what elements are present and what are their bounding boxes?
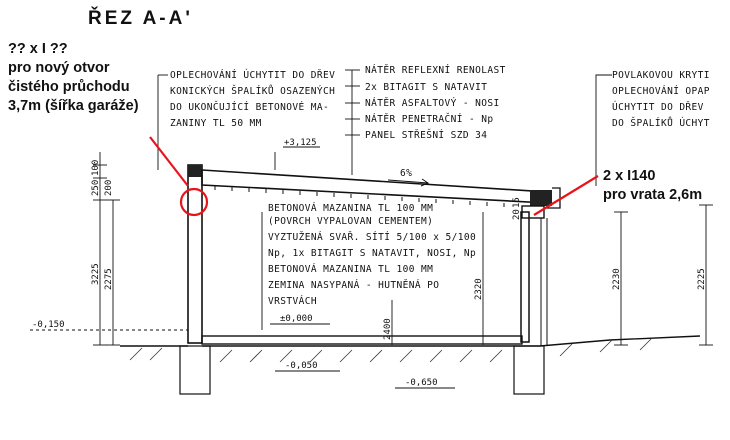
- note-line: ZEMINA NASYPANÁ - HUTNĚNÁ PO: [268, 279, 439, 291]
- dim-mid-20: 20: [512, 209, 522, 220]
- dim-mid-15: 15: [512, 197, 522, 208]
- dim-left-2275: 2275: [104, 268, 114, 290]
- floor-slab: [201, 335, 523, 345]
- level-outside-left: -0,150: [32, 320, 65, 330]
- foundation-left: [179, 345, 211, 395]
- level-foundation-deep: -0,650: [405, 378, 438, 388]
- note-line: (POVRCH VYPALOVAN CEMENTEM): [268, 216, 433, 227]
- note-line: NÁTĚR ASFALTOVÝ - NOSI: [365, 97, 500, 109]
- building-section: [120, 164, 701, 395]
- drawing-title: ŘEZ A-A': [88, 7, 193, 29]
- note-line: ÚCHYTIT DO DŘEV: [612, 101, 704, 113]
- roof-ribs: [214, 186, 505, 207]
- roof-slope-label: 6%: [400, 168, 412, 179]
- level-foundation-inner: -0,050: [285, 361, 318, 371]
- note-line: Np, 1x BITAGIT S NATAVIT, NOSI, Np: [268, 248, 476, 259]
- note-line: VRSTVÁCH: [268, 295, 317, 307]
- note-line: OPLECHOVÁNÍ ÚCHYTIT DO DŘEV: [170, 69, 335, 81]
- dim-left-3225: 3225: [91, 263, 101, 285]
- right-wall: [520, 211, 530, 343]
- annotation-line: pro nový otvor: [8, 60, 110, 76]
- dim-left-100: 100: [91, 160, 101, 176]
- note-line: BETONOVÁ MAZANINA TL 100 MM: [268, 202, 433, 214]
- dim-left-250: 250: [91, 180, 101, 196]
- note-line: KONICKÝCH ŠPALÍKŮ OSAZENÝCH: [170, 85, 335, 97]
- dim-mid-2400: 2400: [383, 318, 393, 340]
- dim-right-2230: 2230: [612, 268, 622, 290]
- ground-hatch: [129, 337, 653, 363]
- note-line: NÁTĚR REFLEXNÍ RENOLAST: [365, 64, 506, 76]
- right-lintel: [521, 205, 545, 219]
- red-pointer-right: [533, 175, 599, 216]
- slope-arrow-icon: [387, 178, 430, 187]
- level-floor: ±0,000: [280, 314, 313, 324]
- dim-mid-2320: 2320: [474, 278, 484, 300]
- annotation-line: 3,7m (šířka garáže): [8, 98, 139, 114]
- annotation-line: ?? x I ??: [8, 41, 68, 57]
- note-line: BETONOVÁ MAZANINA TL 100 MM: [268, 263, 433, 275]
- left-parapet: [188, 165, 202, 177]
- leader-lines: [157, 69, 612, 330]
- red-pointer-left: [149, 136, 189, 187]
- red-annotation-right: 2 x I140 pro vrata 2,6m: [603, 168, 702, 203]
- note-line: POVLAKOVOU KRYTI: [612, 70, 710, 81]
- note-top-right: POVLAKOVOU KRYTI OPLECHOVÁNÍ OPAP ÚCHYTI…: [612, 70, 710, 129]
- note-line: OPLECHOVÁNÍ OPAP: [612, 85, 710, 97]
- note-line: 2x BITAGIT S NATAVIT: [365, 82, 487, 93]
- downpipe: [540, 218, 548, 346]
- note-line: ZANINY TL 50 MM: [170, 118, 262, 129]
- left-wall: [187, 164, 203, 344]
- annotation-line: čistého průchodu: [8, 79, 130, 95]
- right-roof-edge: [530, 190, 552, 206]
- dim-right-2225: 2225: [697, 268, 707, 290]
- annotation-line: pro vrata 2,6m: [603, 187, 702, 203]
- dim-left-200: 200: [104, 180, 114, 196]
- level-roof-top: +3,125: [284, 138, 317, 148]
- note-line: VYZTUŽENÁ SVAŘ. SÍTÍ 5/100 x 5/100: [268, 231, 476, 243]
- red-circle-marker: [179, 187, 209, 217]
- red-annotation-left: ?? x I ?? pro nový otvor čistého průchod…: [8, 41, 139, 114]
- note-floor-layers: BETONOVÁ MAZANINA TL 100 MM (POVRCH VYPA…: [268, 202, 476, 307]
- note-line: DO ŠPALÍKŮ ÚCHYT: [612, 117, 710, 129]
- note-roof-layers: NÁTĚR REFLEXNÍ RENOLAST 2x BITAGIT S NAT…: [365, 64, 506, 141]
- foundation-right: [513, 345, 545, 395]
- annotation-line: 2 x I140: [603, 168, 655, 184]
- ground-line: [120, 335, 701, 347]
- note-line: DO UKONČUJÍCÍ BETONOVÉ MA-: [170, 101, 329, 113]
- note-line: NÁTĚR PENETRAČNÍ - Np: [365, 113, 494, 125]
- note-top-left: OPLECHOVÁNÍ ÚCHYTIT DO DŘEV KONICKÝCH ŠP…: [170, 69, 335, 129]
- dimension-lines: [30, 146, 713, 389]
- roof-slab: [201, 169, 549, 204]
- note-line: PANEL STŘEŠNÍ SZD 34: [365, 129, 487, 141]
